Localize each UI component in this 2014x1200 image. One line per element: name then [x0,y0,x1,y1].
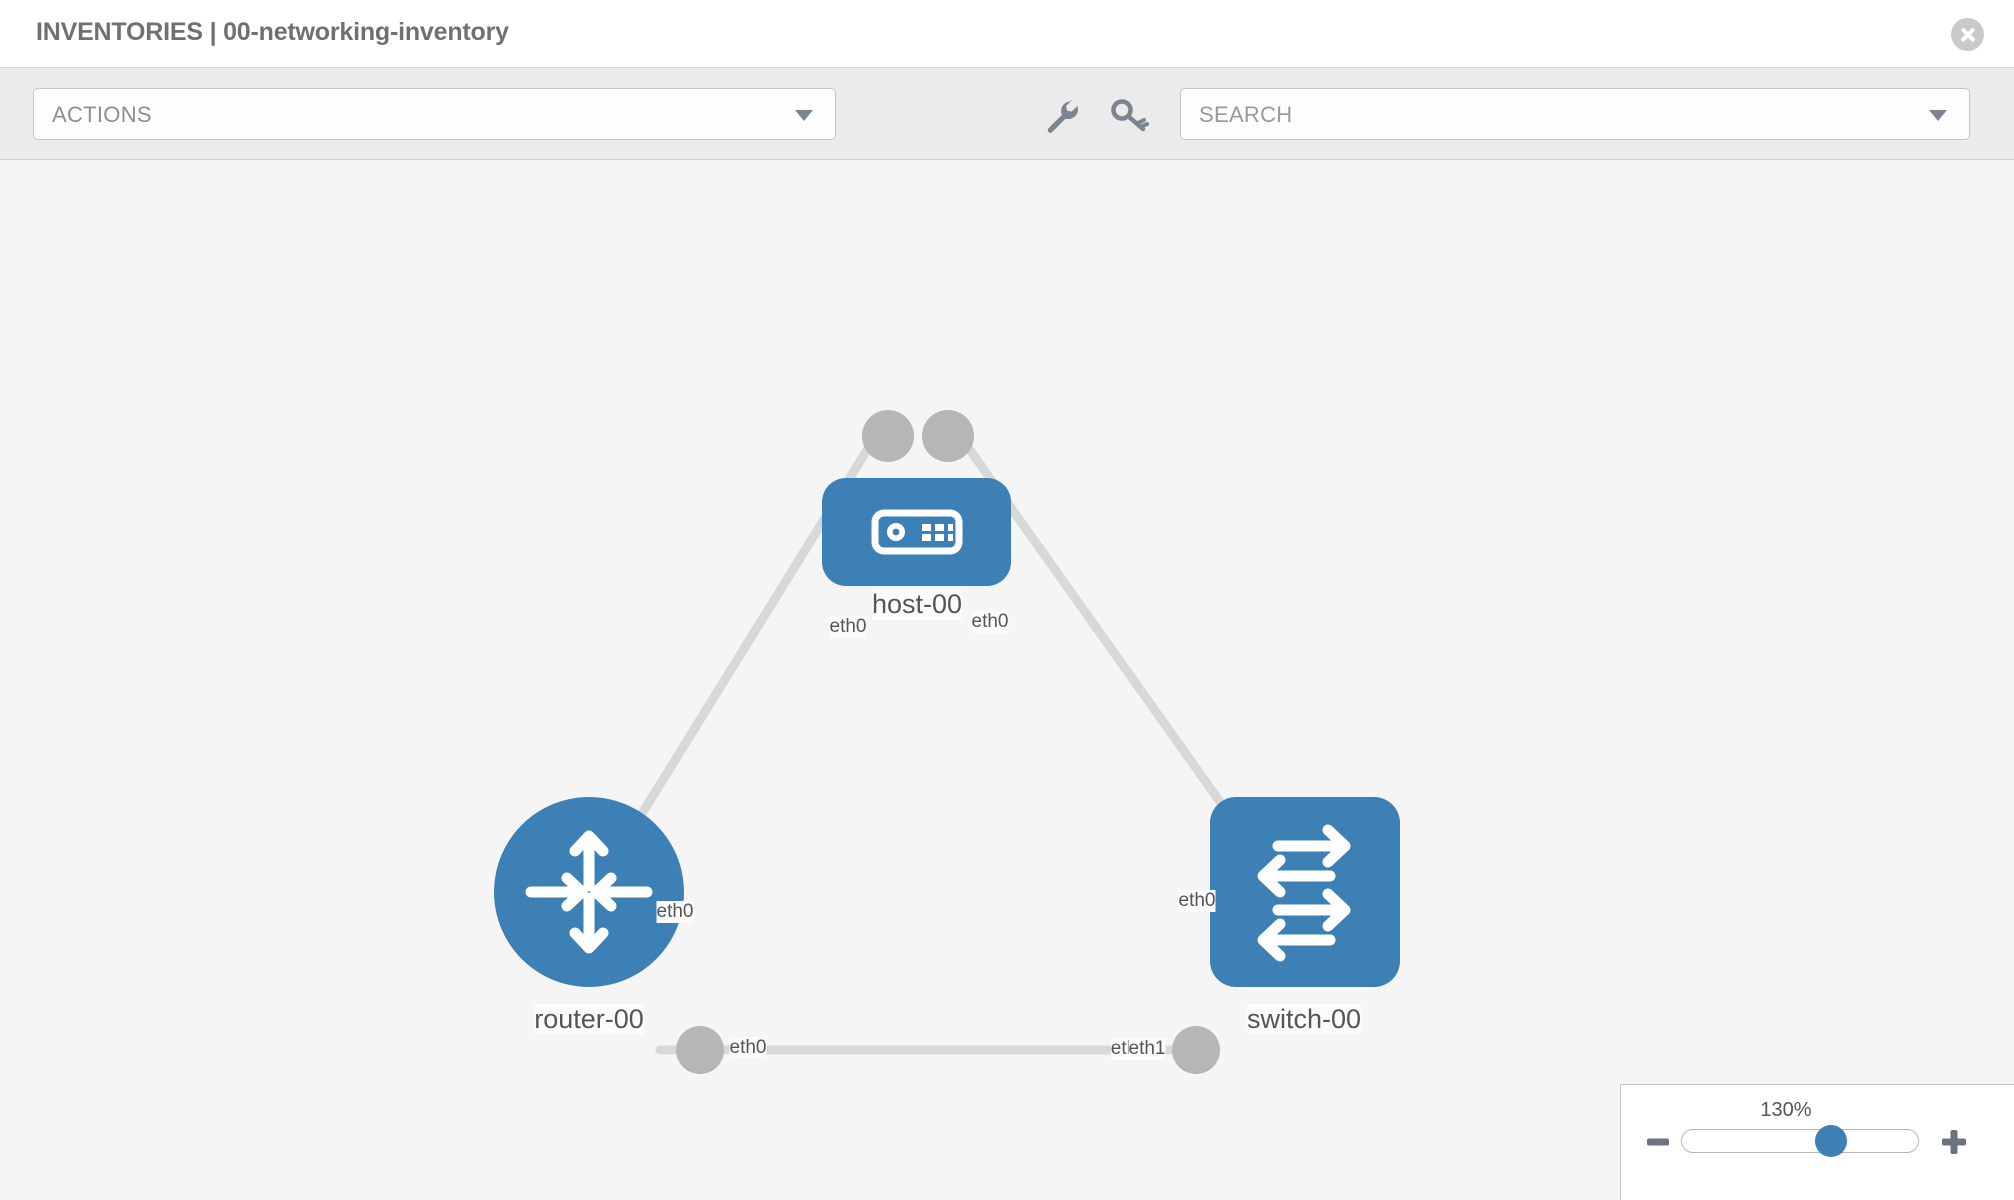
iface-label-switch-router: eth1 [1128,1038,1166,1060]
actions-dropdown-label: ACTIONS [52,102,152,127]
search-input[interactable]: SEARCH [1180,88,1970,140]
topology-canvas[interactable]: host-00 router-00 switch-00 eth0 eth0 et… [0,161,2014,1200]
iface-label-switch-host: eth0 [1178,890,1216,912]
node-router-00[interactable] [494,797,684,987]
chevron-down-icon [1929,110,1947,121]
search-placeholder: SEARCH [1199,102,1293,127]
page-title: INVENTORIES | 00-networking-inventory [36,18,509,46]
minus-icon[interactable] [1643,1127,1673,1157]
topology-graph [494,410,1400,1074]
iface-label-router-host: eth0 [656,901,694,923]
page-header: INVENTORIES | 00-networking-inventory [0,0,2014,68]
close-icon[interactable] [1951,18,1984,51]
toolbar: ACTIONS SEARCH [0,68,2014,160]
iface-label-host-router: eth0 [829,616,867,638]
node-host-00[interactable] [822,478,1011,586]
zoom-percent-label: 130% [1760,1099,1812,1121]
iface-label-router-switch: eth0 [729,1037,767,1059]
actions-dropdown[interactable]: ACTIONS [33,88,836,140]
plus-icon[interactable] [1939,1127,1969,1157]
zoom-slider-thumb[interactable] [1814,1125,1847,1157]
node-label-host-00: host-00 [871,589,963,620]
node-label-router-00: router-00 [534,1004,644,1035]
zoom-control-panel: 130% [1620,1084,2014,1200]
zoom-slider-track[interactable] [1681,1125,1919,1157]
iface-label-host-switch: eth0 [971,611,1009,633]
chevron-down-icon [795,110,813,121]
wrench-icon[interactable] [1037,90,1085,138]
node-switch-00[interactable] [1210,797,1400,987]
node-label-switch-00: switch-00 [1246,1004,1362,1035]
key-icon[interactable] [1105,90,1153,138]
